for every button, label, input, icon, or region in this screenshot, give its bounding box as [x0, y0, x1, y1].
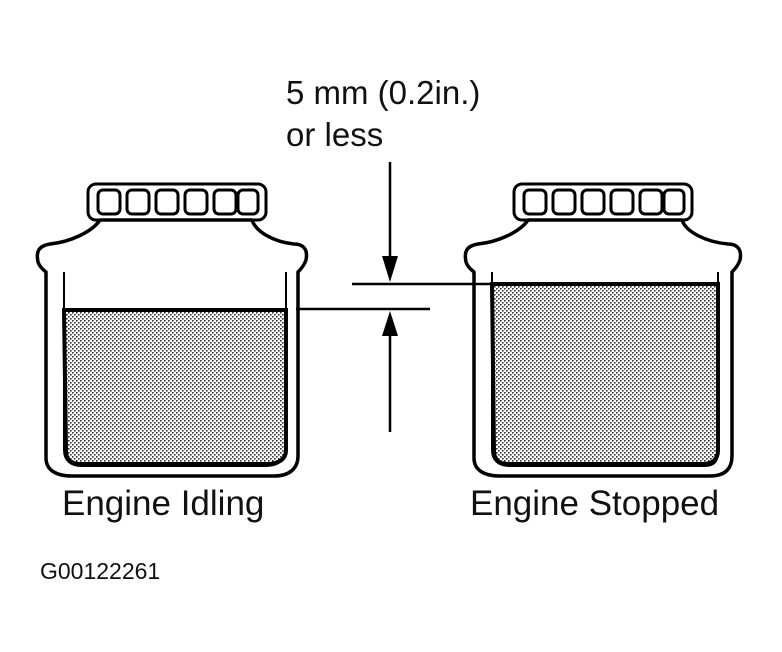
up-arrow-icon — [382, 311, 398, 336]
measurement-label-line2: or less — [286, 116, 384, 153]
level-difference-indicator — [296, 162, 498, 432]
left-fluid — [61, 308, 288, 466]
right-cap — [512, 182, 694, 222]
right-caption: Engine Stopped — [470, 484, 720, 523]
left-cap — [86, 182, 268, 222]
right-reservoir — [463, 182, 743, 478]
measurement-label-line1: 5 mm (0.2in.) — [286, 74, 481, 111]
figure-id: G00122261 — [40, 558, 161, 584]
left-reservoir — [35, 182, 309, 478]
down-arrow-icon — [382, 256, 398, 282]
left-caption: Engine Idling — [62, 484, 265, 523]
right-fluid — [489, 282, 720, 466]
